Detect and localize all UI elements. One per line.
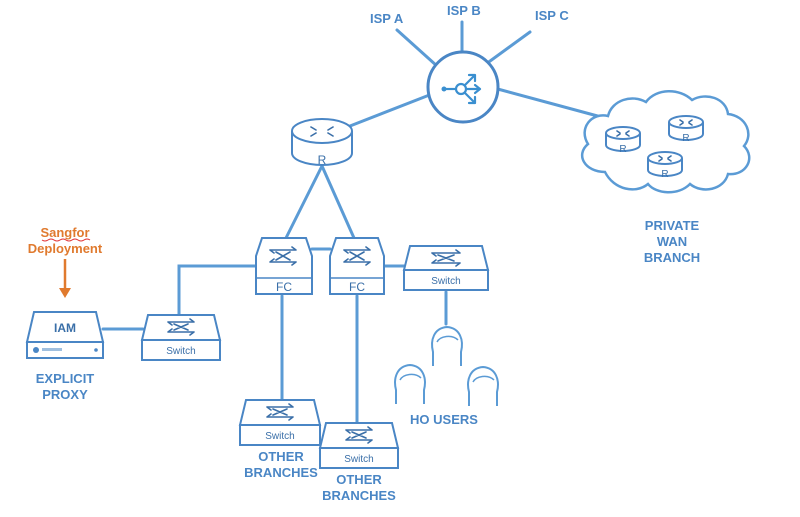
other-branches-label-line1: OTHER	[258, 449, 304, 464]
other-branches-label-line2: BRANCHES	[322, 488, 396, 503]
link-fc1-proxy-switch	[177, 264, 258, 317]
isp-a-label: ISP A	[370, 11, 404, 26]
isp-b-label: ISP B	[447, 3, 481, 18]
proxy-switch-icon: Switch	[140, 314, 222, 361]
other-branches-label-line1: OTHER	[336, 472, 382, 487]
deployment-label-line2: Deployment	[28, 241, 103, 256]
deployment-label-line1: Sangfor	[40, 225, 89, 240]
cloud-router-icon: R	[668, 115, 704, 144]
private-wan-label-line3: BRANCH	[644, 250, 700, 265]
branch-switch-icon: Switch	[238, 399, 322, 446]
user-icon	[467, 365, 499, 406]
switch-label: Switch	[344, 454, 373, 465]
cloud-router-icon: R	[647, 151, 683, 180]
link-isp-a	[395, 28, 439, 68]
router-icon: R	[291, 118, 353, 167]
link-router-fc1	[284, 164, 324, 240]
deployment-underline	[41, 238, 91, 242]
explicit-proxy-label-line1: EXPLICIT	[36, 371, 95, 386]
fc-label: FC	[349, 280, 365, 294]
deployment-arrow-icon	[59, 259, 71, 298]
link-hub-wan	[492, 86, 607, 120]
explicit-proxy-label-line2: PROXY	[42, 387, 88, 402]
ho-switch-icon: Switch	[402, 245, 490, 291]
iam-label: IAM	[54, 321, 76, 335]
user-icon	[431, 325, 463, 366]
branch-switch-icon: Switch	[318, 422, 400, 469]
links	[101, 20, 607, 425]
iam-appliance-icon: IAM	[25, 311, 105, 359]
svg-text:R: R	[661, 169, 668, 180]
isp-c-label: ISP C	[535, 8, 569, 23]
link-router-fc2	[320, 164, 356, 240]
svg-text:R: R	[619, 144, 626, 155]
cloud-router-icon: R	[605, 126, 641, 155]
link-isp-c	[484, 30, 532, 66]
fc-device-icon: FC	[255, 237, 313, 295]
fc-device-icon: FC	[329, 237, 385, 295]
link-hub-router	[348, 92, 434, 128]
private-wan-label-line2: WAN	[657, 234, 687, 249]
switch-label: Switch	[431, 276, 460, 287]
fc-label: FC	[276, 280, 292, 294]
other-branches-label-line2: BRANCHES	[244, 465, 318, 480]
switch-label: Switch	[166, 346, 195, 357]
router-label: R	[318, 153, 327, 167]
private-wan-label-line1: PRIVATE	[645, 218, 700, 233]
private-wan-cloud: R R R	[581, 90, 751, 194]
svg-text:R: R	[682, 133, 689, 144]
switch-label: Switch	[265, 431, 294, 442]
ho-users-label: HO USERS	[410, 412, 478, 427]
user-icon	[394, 363, 426, 404]
load-balancer-icon	[426, 50, 500, 124]
